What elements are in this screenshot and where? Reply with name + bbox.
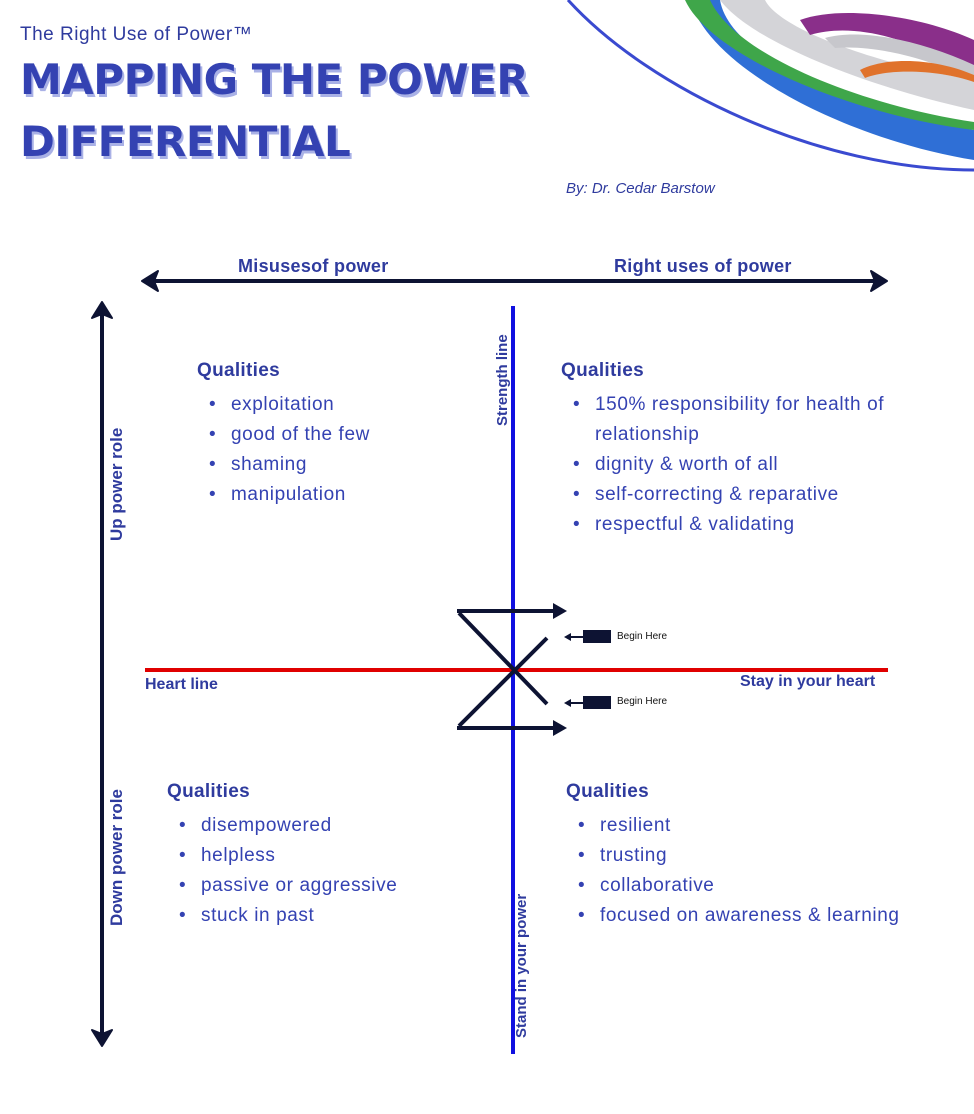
- top-axis-right-arrow: [870, 270, 888, 292]
- list-item: good of the few: [209, 420, 477, 450]
- quadrant-heading: Qualities: [197, 360, 280, 381]
- begin-here-lower-label: Begin Here: [617, 696, 668, 707]
- list-item: helpless: [179, 841, 467, 871]
- hourglass-top-arrow: [553, 603, 567, 619]
- qualities-list: resilient trusting collaborative focused…: [566, 811, 966, 931]
- swoosh-logo: [566, 0, 974, 172]
- stay-in-your-heart-label: Stay in your heart: [740, 673, 876, 690]
- hourglass-diagonal-2: [457, 636, 549, 728]
- strength-line-label: Strength line: [494, 334, 511, 426]
- hourglass-diagonal-1: [457, 611, 549, 706]
- quadrant-heading: Qualities: [566, 781, 649, 802]
- qualities-list: disempowered helpless passive or aggress…: [167, 811, 467, 931]
- brand-subtitle: The Right Use of Power™: [20, 24, 253, 45]
- list-item: respectful & validating: [573, 510, 961, 540]
- qualities-list: 150% responsibility for health of relati…: [561, 390, 961, 540]
- qualities-list: exploitation good of the few shaming man…: [197, 390, 477, 510]
- begin-here-upper-label: Begin Here: [617, 631, 668, 642]
- top-axis-left-arrow: [141, 270, 159, 292]
- heart-line-label: Heart line: [145, 676, 218, 693]
- begin-marker-upper: [583, 630, 611, 643]
- list-item: collaborative: [578, 871, 966, 901]
- quadrant-heading: Qualities: [167, 781, 250, 802]
- list-item: disempowered: [179, 811, 467, 841]
- quadrant-top-left: Qualities exploitation good of the few s…: [197, 360, 477, 510]
- list-item: resilient: [578, 811, 966, 841]
- list-item: passive or aggressive: [179, 871, 467, 901]
- page-title-line-1: MAPPING THE POWER: [20, 55, 529, 104]
- right-uses-of-power-label: Right uses of power: [614, 256, 792, 276]
- left-axis-up-arrow: [91, 301, 113, 319]
- quadrant-heading: Qualities: [561, 360, 644, 381]
- begin-marker-lower: [583, 696, 611, 709]
- misuses-of-power-label: Misusesof power: [238, 256, 389, 276]
- begin-arrow-upper: [564, 633, 571, 641]
- up-power-role-label: Up power role: [107, 427, 126, 541]
- list-item: self-correcting & reparative: [573, 480, 961, 510]
- list-item: exploitation: [209, 390, 477, 420]
- author-byline: By: Dr. Cedar Barstow: [566, 180, 715, 197]
- list-item: focused on awareness & learning: [578, 901, 966, 931]
- stand-in-your-power-label: Stand in your power: [513, 893, 530, 1038]
- list-item: shaming: [209, 450, 477, 480]
- list-item: dignity & worth of all: [573, 450, 961, 480]
- list-item: manipulation: [209, 480, 477, 510]
- list-item: 150% responsibility for health of relati…: [573, 390, 961, 450]
- list-item: trusting: [578, 841, 966, 871]
- quadrant-bottom-right: Qualities resilient trusting collaborati…: [566, 781, 966, 931]
- down-power-role-label: Down power role: [107, 789, 126, 926]
- quadrant-bottom-left: Qualities disempowered helpless passive …: [167, 781, 467, 931]
- quadrant-top-right: Qualities 150% responsibility for health…: [561, 360, 961, 540]
- hourglass-bottom-arrow: [553, 720, 567, 736]
- page-title-line-2: DIFFERENTIAL: [20, 117, 351, 166]
- begin-arrow-lower: [564, 699, 571, 707]
- left-axis-down-arrow: [91, 1029, 113, 1047]
- list-item: stuck in past: [179, 901, 467, 931]
